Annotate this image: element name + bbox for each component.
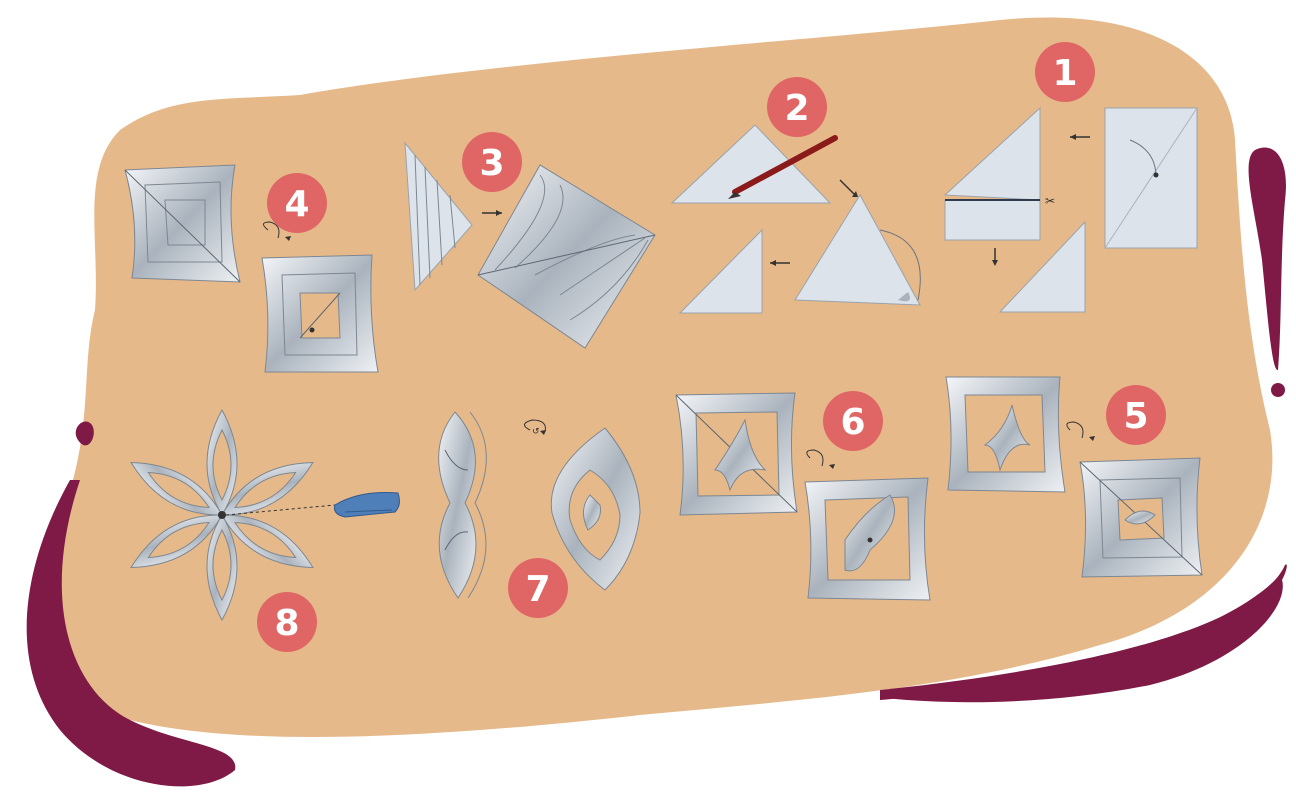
svg-text:6: 6	[840, 402, 865, 443]
swoosh-right-dot-icon	[1271, 383, 1285, 397]
svg-text:5: 5	[1123, 396, 1148, 437]
svg-text:4: 4	[284, 184, 309, 225]
svg-text:3: 3	[479, 143, 504, 184]
svg-text:2: 2	[784, 88, 809, 129]
step-2-badge: 2	[767, 77, 827, 137]
svg-text:1: 1	[1052, 53, 1077, 94]
svg-text:8: 8	[274, 603, 299, 644]
step-7-badge: 7	[508, 558, 568, 618]
svg-text:7: 7	[525, 569, 550, 610]
swoosh-right-upper-icon	[1249, 147, 1286, 370]
step-1-badge: 1	[1035, 42, 1095, 102]
step-3-badge: 3	[462, 132, 522, 192]
step-4-badge: 4	[267, 173, 327, 233]
svg-text:✂: ✂	[1045, 194, 1055, 208]
step-8-badge: 8	[257, 592, 317, 652]
background-blob	[43, 18, 1273, 737]
step-6-badge: 6	[823, 391, 883, 451]
svg-text:↺: ↺	[532, 427, 540, 437]
step-5-badge: 5	[1106, 385, 1166, 445]
